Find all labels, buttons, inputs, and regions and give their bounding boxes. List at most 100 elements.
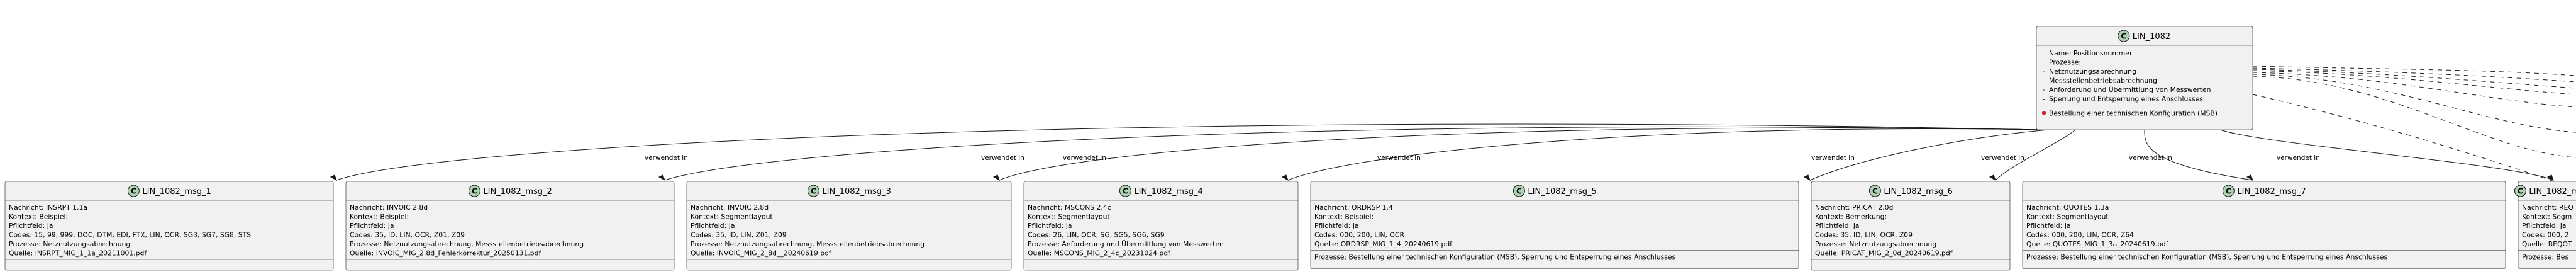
edge-verwendet-in: [2219, 129, 2554, 181]
message-1-field: Prozesse: Netznutzungsabrechnung: [9, 240, 130, 248]
message-2-field: Codes: 35, ID, LIN, OCR, Z01, Z09: [350, 231, 465, 239]
message-6-class-circle: [1868, 185, 1881, 197]
edge-label: verwendet in: [2129, 154, 2172, 162]
edge-dashed-offscreen: [2252, 94, 2576, 190]
process-dash-icon: -: [2041, 67, 2046, 76]
edge-label: verwendet in: [2277, 154, 2320, 162]
message-8-class-letter: C: [2518, 187, 2523, 196]
class-lin-1082-box: [2036, 26, 2253, 130]
message-8-box: [2518, 181, 2576, 269]
edge-verwendet-in: [2144, 129, 2253, 181]
edge-verwendet-in: [1995, 129, 2076, 181]
edge-label: verwendet in: [981, 154, 1024, 162]
message-7-field: Nachricht: QUOTES 1.3a: [2026, 203, 2109, 212]
edge-arrowhead-icon: [1989, 174, 1996, 181]
edge-verwendet-in: [1809, 129, 2050, 181]
process-item: Anforderung und Übermittlung von Messwer…: [2049, 86, 2211, 94]
process-item: Sperrung und Entsperrung eines Anschluss…: [2049, 95, 2203, 103]
edge-verwendet-in: [999, 127, 2041, 181]
message-5-footer: Prozesse: Bestellung einer technischen K…: [1314, 253, 1675, 261]
message-5-class-circle: [1513, 185, 1525, 197]
class-lin-1082-title: LIN_1082: [2133, 32, 2170, 42]
edge-dashed-offscreen: [2252, 74, 2576, 133]
message-1-box: [4, 181, 334, 271]
message-4-field: Pflichtfeld: Ja: [1028, 222, 1072, 230]
message-5-class-letter: C: [1516, 187, 1522, 196]
edge-arrowhead-icon: [2546, 174, 2554, 181]
message-7-field: Kontext: Segmentlayout: [2026, 213, 2109, 221]
message-2-class-circle: [468, 185, 480, 197]
message-4-field: Nachricht: MSCONS 2.4c: [1028, 203, 1111, 212]
method-bullet-icon: [2041, 111, 2046, 115]
class-lin-1082-class-circle: [2118, 30, 2130, 42]
message-1-field: Quelle: INSRPT_MIG_1_1a_20211001.pdf: [9, 249, 147, 258]
class-lin-1082-extra-process: Bestellung einer technischen Konfigurati…: [2049, 110, 2218, 118]
message-6-class-letter: C: [1872, 187, 1878, 196]
edge-verwendet-in: [1287, 128, 2043, 181]
edge-arrowhead-icon: [2246, 174, 2253, 181]
message-2-class-letter: C: [472, 187, 477, 196]
edge-label: verwendet in: [1377, 154, 1421, 162]
class-lin-1082-prozesse-label: Prozesse:: [2049, 59, 2081, 67]
message-3-field: Pflichtfeld: Ja: [691, 222, 735, 230]
message-3-title: LIN_1082_msg_3: [822, 187, 891, 197]
edge-dashed-offscreen: [2252, 70, 2576, 95]
message-4-class-letter: C: [1123, 187, 1128, 196]
class-lin-1082-name: Name: Positionsnummer: [2049, 49, 2133, 57]
message-4-class-circle: [1119, 185, 1131, 197]
message-2-field: Quelle: INVOIC_MIG_2.8d_Fehlerkorrektur_…: [350, 249, 541, 258]
process-dash-icon: -: [2041, 86, 2046, 94]
message-3-box: [686, 181, 1012, 271]
message-7-footer: Prozesse: Bestellung einer technischen K…: [2026, 253, 2387, 261]
edge-dashed-offscreen: [2252, 67, 2576, 83]
edge-arrowhead-icon: [1281, 174, 1289, 181]
message-3-field: Prozesse: Netznutzungsabrechnung, Messst…: [691, 240, 924, 248]
edge-label: verwendet in: [645, 154, 688, 162]
edges-layer: verwendet in verwendet in verwendet in verw…: [330, 66, 2576, 190]
message-8-footer: Prozesse: Bes: [2522, 253, 2568, 261]
message-5-field: Kontext: Beispiel:: [1314, 213, 1374, 221]
message-1-field: Kontext: Beispiel:: [9, 213, 68, 221]
message-4-title: LIN_1082_msg_4: [1134, 187, 1202, 197]
message-2-field: Pflichtfeld: Ja: [350, 222, 394, 230]
message-6-field: Kontext: Bemerkung:: [1815, 213, 1887, 221]
message-3-field: Nachricht: INVOIC 2.8d: [691, 203, 769, 212]
edge-arrowhead-icon: [992, 174, 1000, 181]
message-5-field: Codes: 000, 200, LIN, OCR: [1314, 231, 1404, 239]
message-8-field: Pflichtfeld: Ja: [2522, 222, 2567, 230]
message-7-field: Pflichtfeld: Ja: [2026, 222, 2071, 230]
edge-dashed-offscreen: [2252, 72, 2576, 108]
process-dash-icon: -: [2041, 95, 2046, 103]
edge-dashed-offscreen: [2252, 76, 2576, 158]
message-8-field: Codes: 000, 2: [2522, 231, 2569, 239]
message-5-title: LIN_1082_msg_5: [1528, 187, 1596, 197]
message-6-field: Codes: 35, ID, LIN, OCR, Z09: [1815, 231, 1913, 239]
message-7-box: [2022, 181, 2506, 269]
message-1-class-circle: [127, 185, 140, 197]
edge-label: verwendet in: [1981, 154, 2024, 162]
message-3-class-circle: [807, 185, 819, 197]
message-6-field: Pflichtfeld: Ja: [1815, 222, 1860, 230]
edge-verwendet-in: [336, 123, 2038, 181]
edge-dashed-offscreen: [2252, 69, 2576, 89]
message-5-field: Quelle: ORDRSP_MIG_1_4_20240619.pdf: [1314, 240, 1452, 248]
message-3-class-letter: C: [811, 187, 816, 196]
message-7-class-circle: [2222, 185, 2235, 197]
edge-arrowhead-icon: [330, 174, 337, 181]
message-5-field: Pflichtfeld: Ja: [1314, 222, 1359, 230]
message-6-field: Prozesse: Netznutzungsabrechnung: [1815, 240, 1936, 248]
edge-arrowhead-icon: [1803, 174, 1811, 181]
message-7-class-letter: C: [2226, 187, 2231, 196]
message-3-field: Kontext: Segmentlayout: [691, 213, 773, 221]
message-7-field: Codes: 000, 200, LIN, OCR, Z64: [2026, 231, 2134, 239]
